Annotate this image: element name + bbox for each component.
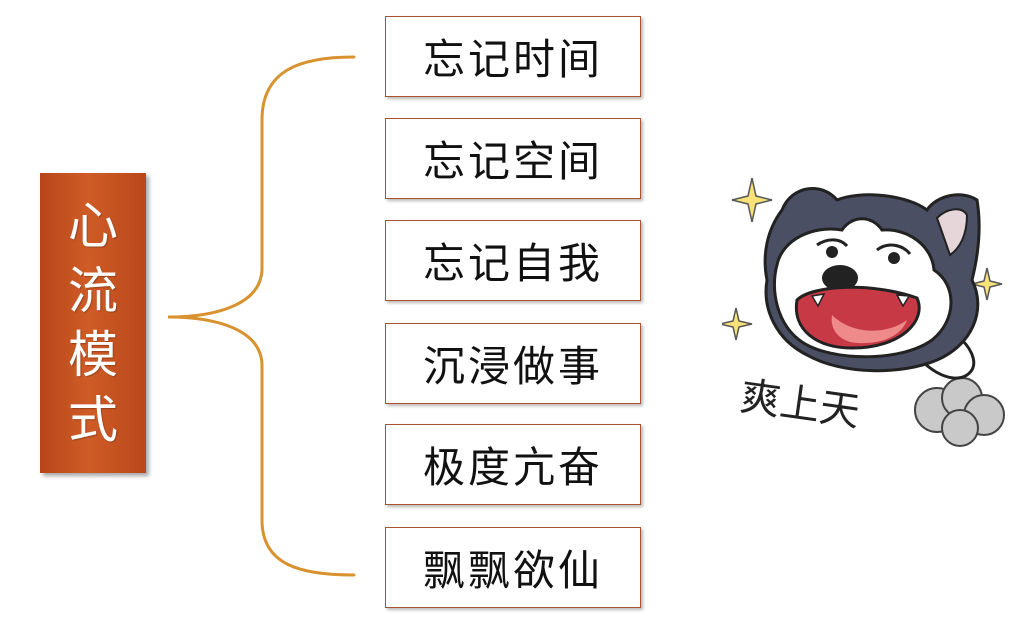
dust-cloud [914,377,1005,447]
husky-dog-sticker: 爽上天 [722,177,1005,447]
root-char-1: 心 [68,197,118,256]
sticker-caption: 爽上天 [737,374,862,436]
item-box-6: 飘飘欲仙 [385,527,641,608]
item-box-4: 沉浸做事 [385,323,641,404]
sparkle-icon [731,177,773,223]
item-label: 沉浸做事 [422,342,603,391]
item-box-3: 忘记自我 [385,220,641,301]
sparkle-icon [722,307,753,341]
sparkle-icon [971,267,1003,301]
item-label: 极度亢奋 [422,443,603,492]
root-char-2: 流 [68,261,118,320]
item-label: 忘记空间 [422,137,603,186]
item-box-5: 极度亢奋 [385,424,641,505]
root-char-4: 式 [68,390,118,449]
root-node: 心 流 模 式 [40,173,146,473]
item-box-1: 忘记时间 [385,16,641,97]
item-label: 飘飘欲仙 [422,546,603,595]
root-char-3: 模 [68,326,118,385]
item-box-2: 忘记空间 [385,118,641,199]
item-label: 忘记时间 [422,35,603,84]
item-label: 忘记自我 [422,239,603,288]
